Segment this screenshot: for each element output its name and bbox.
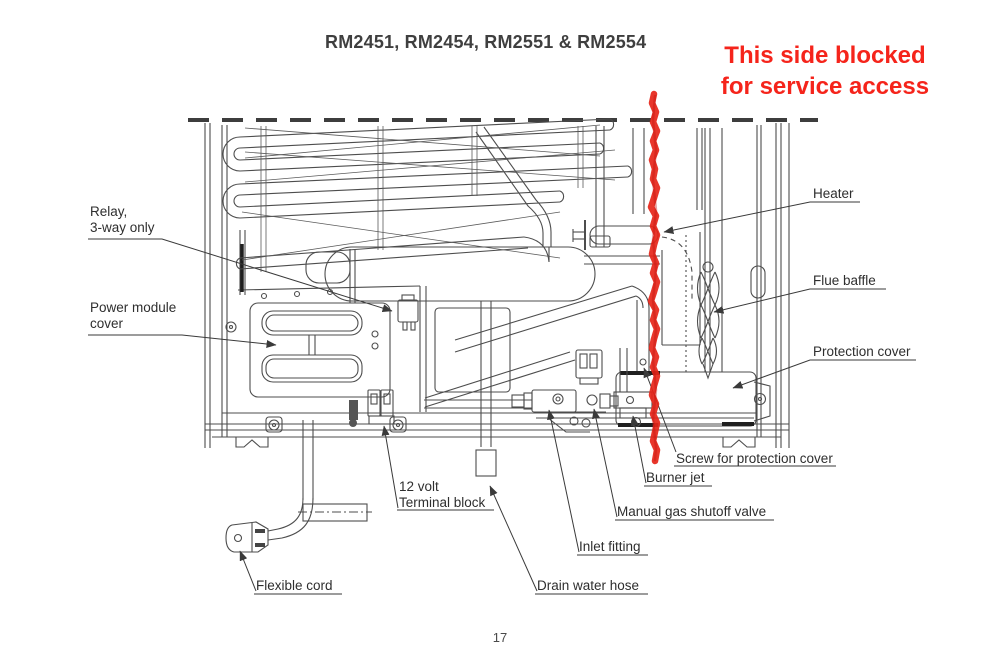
- cabinet-frame: [204, 123, 790, 448]
- label-leader-lines: [88, 201, 916, 595]
- relay-part: [397, 294, 419, 331]
- label-burner-jet: Burner jet: [646, 470, 705, 485]
- label-power-module-cover: Power module cover: [90, 300, 177, 331]
- boiler-tank: [305, 246, 660, 303]
- annotation-line-2: for service access: [720, 73, 930, 100]
- label-flexible-cord: Flexible cord: [256, 578, 333, 593]
- label-relay: Relay, 3-way only: [90, 204, 155, 235]
- label-terminal-block: 12 volt Terminal block: [399, 479, 486, 510]
- label-drain-water-hose: Drain water hose: [537, 578, 640, 593]
- service-access-annotation: This side blocked for service access: [700, 40, 950, 102]
- flue-assembly: [632, 128, 766, 372]
- plug: [225, 521, 269, 553]
- page-number: 17: [492, 630, 508, 645]
- label-inlet-fitting: Inlet fitting: [579, 539, 641, 554]
- power-module-cover-part: [225, 288, 407, 433]
- annotation-line-1: This side blocked: [724, 42, 926, 69]
- burner-assembly: [613, 348, 653, 428]
- gas-valve-assembly: [511, 349, 660, 433]
- label-manual-gas-valve: Manual gas shutoff valve: [617, 504, 767, 519]
- boiler-housing: [424, 232, 701, 409]
- drain-hose: [475, 301, 497, 477]
- condenser-coil: [222, 118, 633, 270]
- page-title: RM2451, RM2454, RM2551 & RM2554: [325, 32, 647, 52]
- label-protection-cover: Protection cover: [813, 344, 911, 359]
- label-flue-baffle: Flue baffle: [813, 273, 876, 288]
- heater-part: [572, 220, 659, 250]
- red-scribble-blocked-line: [647, 90, 661, 465]
- power-cord: [267, 420, 372, 541]
- label-screw-protection-cover: Screw for protection cover: [676, 451, 833, 466]
- terminal-block-part: [349, 389, 395, 427]
- label-heater: Heater: [813, 186, 854, 201]
- coil-support-rods: [241, 124, 616, 272]
- flue-baffle-part: [696, 261, 720, 380]
